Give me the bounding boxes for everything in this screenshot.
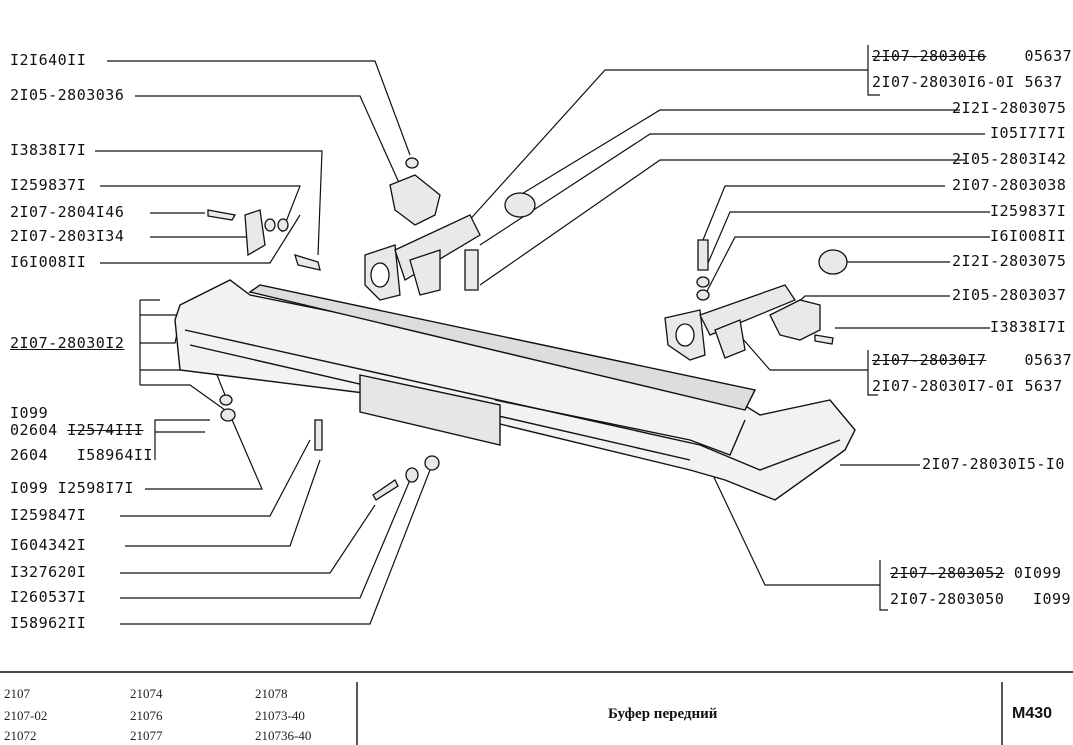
part-code-suffix: 05637 (1024, 351, 1073, 369)
part-label: 2I05-2803I42 (952, 150, 1067, 168)
group-code: I58964II (76, 446, 153, 464)
part-code: 2I07-2803050 (890, 590, 1005, 608)
part-label: I259837I (10, 176, 87, 194)
part-label: 02604 I2574III (10, 422, 143, 439)
model-cell: 2107-02 (4, 708, 48, 723)
part-label: I3838I7I (10, 141, 87, 159)
part-label: I259847I (10, 506, 87, 524)
part-label: 2I2I-2803075 (952, 252, 1067, 270)
model-cell: 21078 (255, 686, 288, 701)
part-label: 2I05-2803037 (952, 286, 1067, 304)
part-label: 2604 I58964II (10, 447, 153, 464)
model-cell: 21076 (130, 708, 163, 723)
part-label: 2I07-2804I46 (10, 203, 125, 221)
part-label: 2I07-28030I6-0I 5637 (872, 73, 1063, 91)
part-label-assembly: 2I07-28030I2 (10, 334, 125, 352)
bumper-strip (248, 284, 757, 411)
group-code: 02604 (10, 421, 58, 439)
part-label: I3838I7I (990, 318, 1067, 336)
part-code: 2I07-28030I6 (872, 47, 987, 65)
page-code: M430 (1012, 705, 1053, 722)
group-code: 2604 (10, 446, 49, 464)
page-title: Буфер передний (608, 706, 718, 722)
part-label: I260537I (10, 588, 87, 606)
part-code-suffix: 0I099 (1013, 564, 1062, 582)
part-label: I327620I (10, 563, 87, 581)
part-code: 2I07-2803052 (890, 564, 1005, 582)
part-label: 2I07-28030I6 05637 (872, 48, 1072, 65)
part-label: 2I07-28030I7-0I 5637 (872, 377, 1063, 395)
part-label: I604342I (10, 536, 87, 554)
part-label: 2I07-2803038 (952, 176, 1067, 194)
part-label: 2I07-2803052 0I099 (890, 565, 1062, 582)
part-label: I099 I2598I7I (10, 479, 134, 497)
part-label: 2I07-2803I34 (10, 227, 125, 245)
group-code: I2574III (67, 421, 144, 439)
part-label: I099 (10, 404, 49, 422)
part-label: I6I008II (10, 253, 87, 271)
part-label: 2I2I-2803075 (952, 99, 1067, 117)
part-label: I2I640II (10, 51, 87, 69)
model-cell: 21074 (130, 686, 163, 701)
model-cell: 21072 (4, 728, 37, 743)
part-label: I05I7I7I (990, 124, 1067, 142)
part-label: I58962II (10, 614, 87, 632)
part-code: 2I07-28030I7 (872, 351, 987, 369)
part-code-suffix: I099 (1032, 590, 1072, 608)
part-label: 2I05-2803036 (10, 86, 125, 104)
part-label: 2I07-28030I7 05637 (872, 352, 1072, 369)
part-label: I6I008II (990, 227, 1067, 245)
model-cell: 21077 (130, 728, 163, 743)
model-cell: 2107 (4, 686, 30, 701)
model-cell: 21073-40 (255, 708, 305, 723)
part-label: 2I07-28030I5-I0 (922, 455, 1065, 473)
part-label: 2I07-2803050 I099 (890, 591, 1071, 608)
part-label: I259837I (990, 202, 1067, 220)
part-code-suffix: 05637 (1024, 47, 1073, 65)
model-cell: 210736-40 (255, 728, 312, 743)
